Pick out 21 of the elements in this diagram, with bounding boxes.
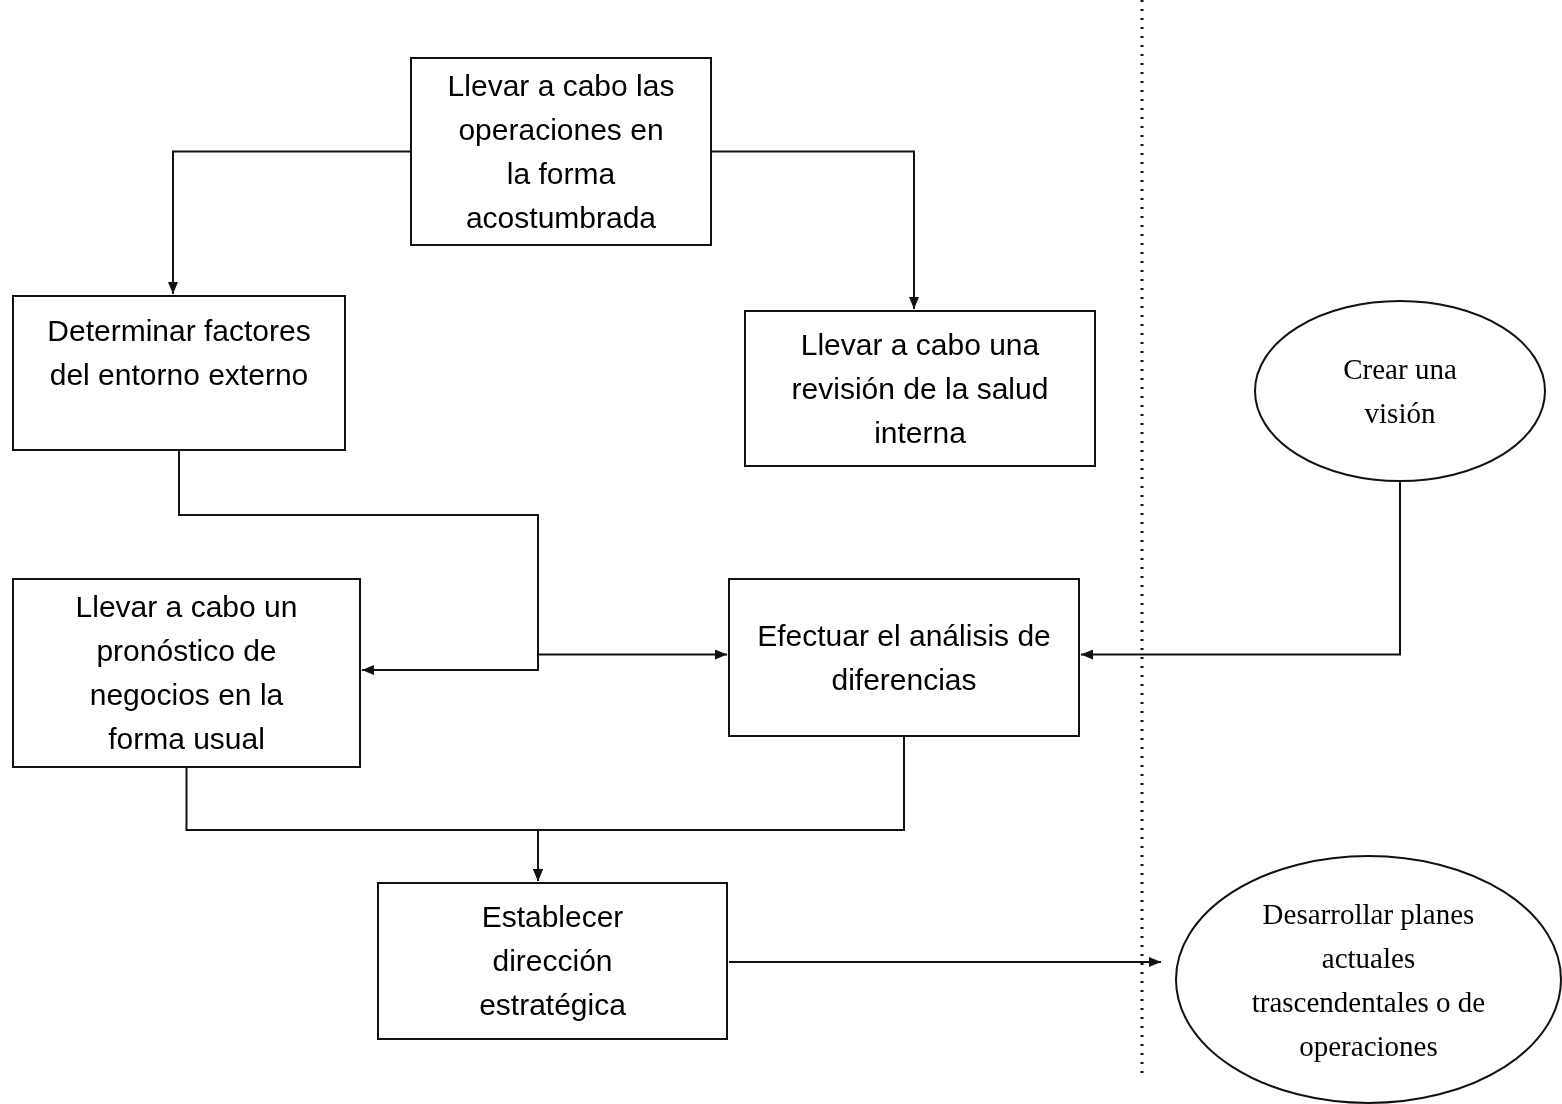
node-label: Crear una visión bbox=[1342, 352, 1458, 431]
arrow bbox=[168, 150, 411, 295]
node-label: Establecer dirección estratégica bbox=[478, 899, 627, 1023]
node-label: Llevar a cabo una revisión de la salud interna bbox=[790, 326, 1050, 451]
node-label: Desarrollar planes actuales trascendentales o de operaciones bbox=[1250, 896, 1487, 1064]
node-label: Determinar factores del entorno externo bbox=[46, 313, 312, 393]
node-label: Efectuar el análisis de diferencias bbox=[756, 617, 1052, 698]
process-box bbox=[728, 578, 1080, 737]
arrow bbox=[711, 150, 919, 310]
ellipse-node bbox=[1175, 855, 1562, 1104]
arrow bbox=[1080, 481, 1401, 660]
node-label: Llevar a cabo un pronóstico de negocios en la forma usual bbox=[74, 589, 299, 757]
arrow bbox=[728, 957, 1162, 967]
process-box bbox=[12, 295, 346, 451]
process-box bbox=[744, 310, 1096, 467]
process-box bbox=[410, 57, 712, 246]
process-box bbox=[12, 578, 361, 768]
arrow bbox=[533, 736, 905, 882]
node-label: Llevar a cabo las operaciones en la forma acostumbrada bbox=[446, 67, 676, 236]
process-box bbox=[377, 882, 728, 1040]
ellipse-node bbox=[1254, 300, 1546, 482]
